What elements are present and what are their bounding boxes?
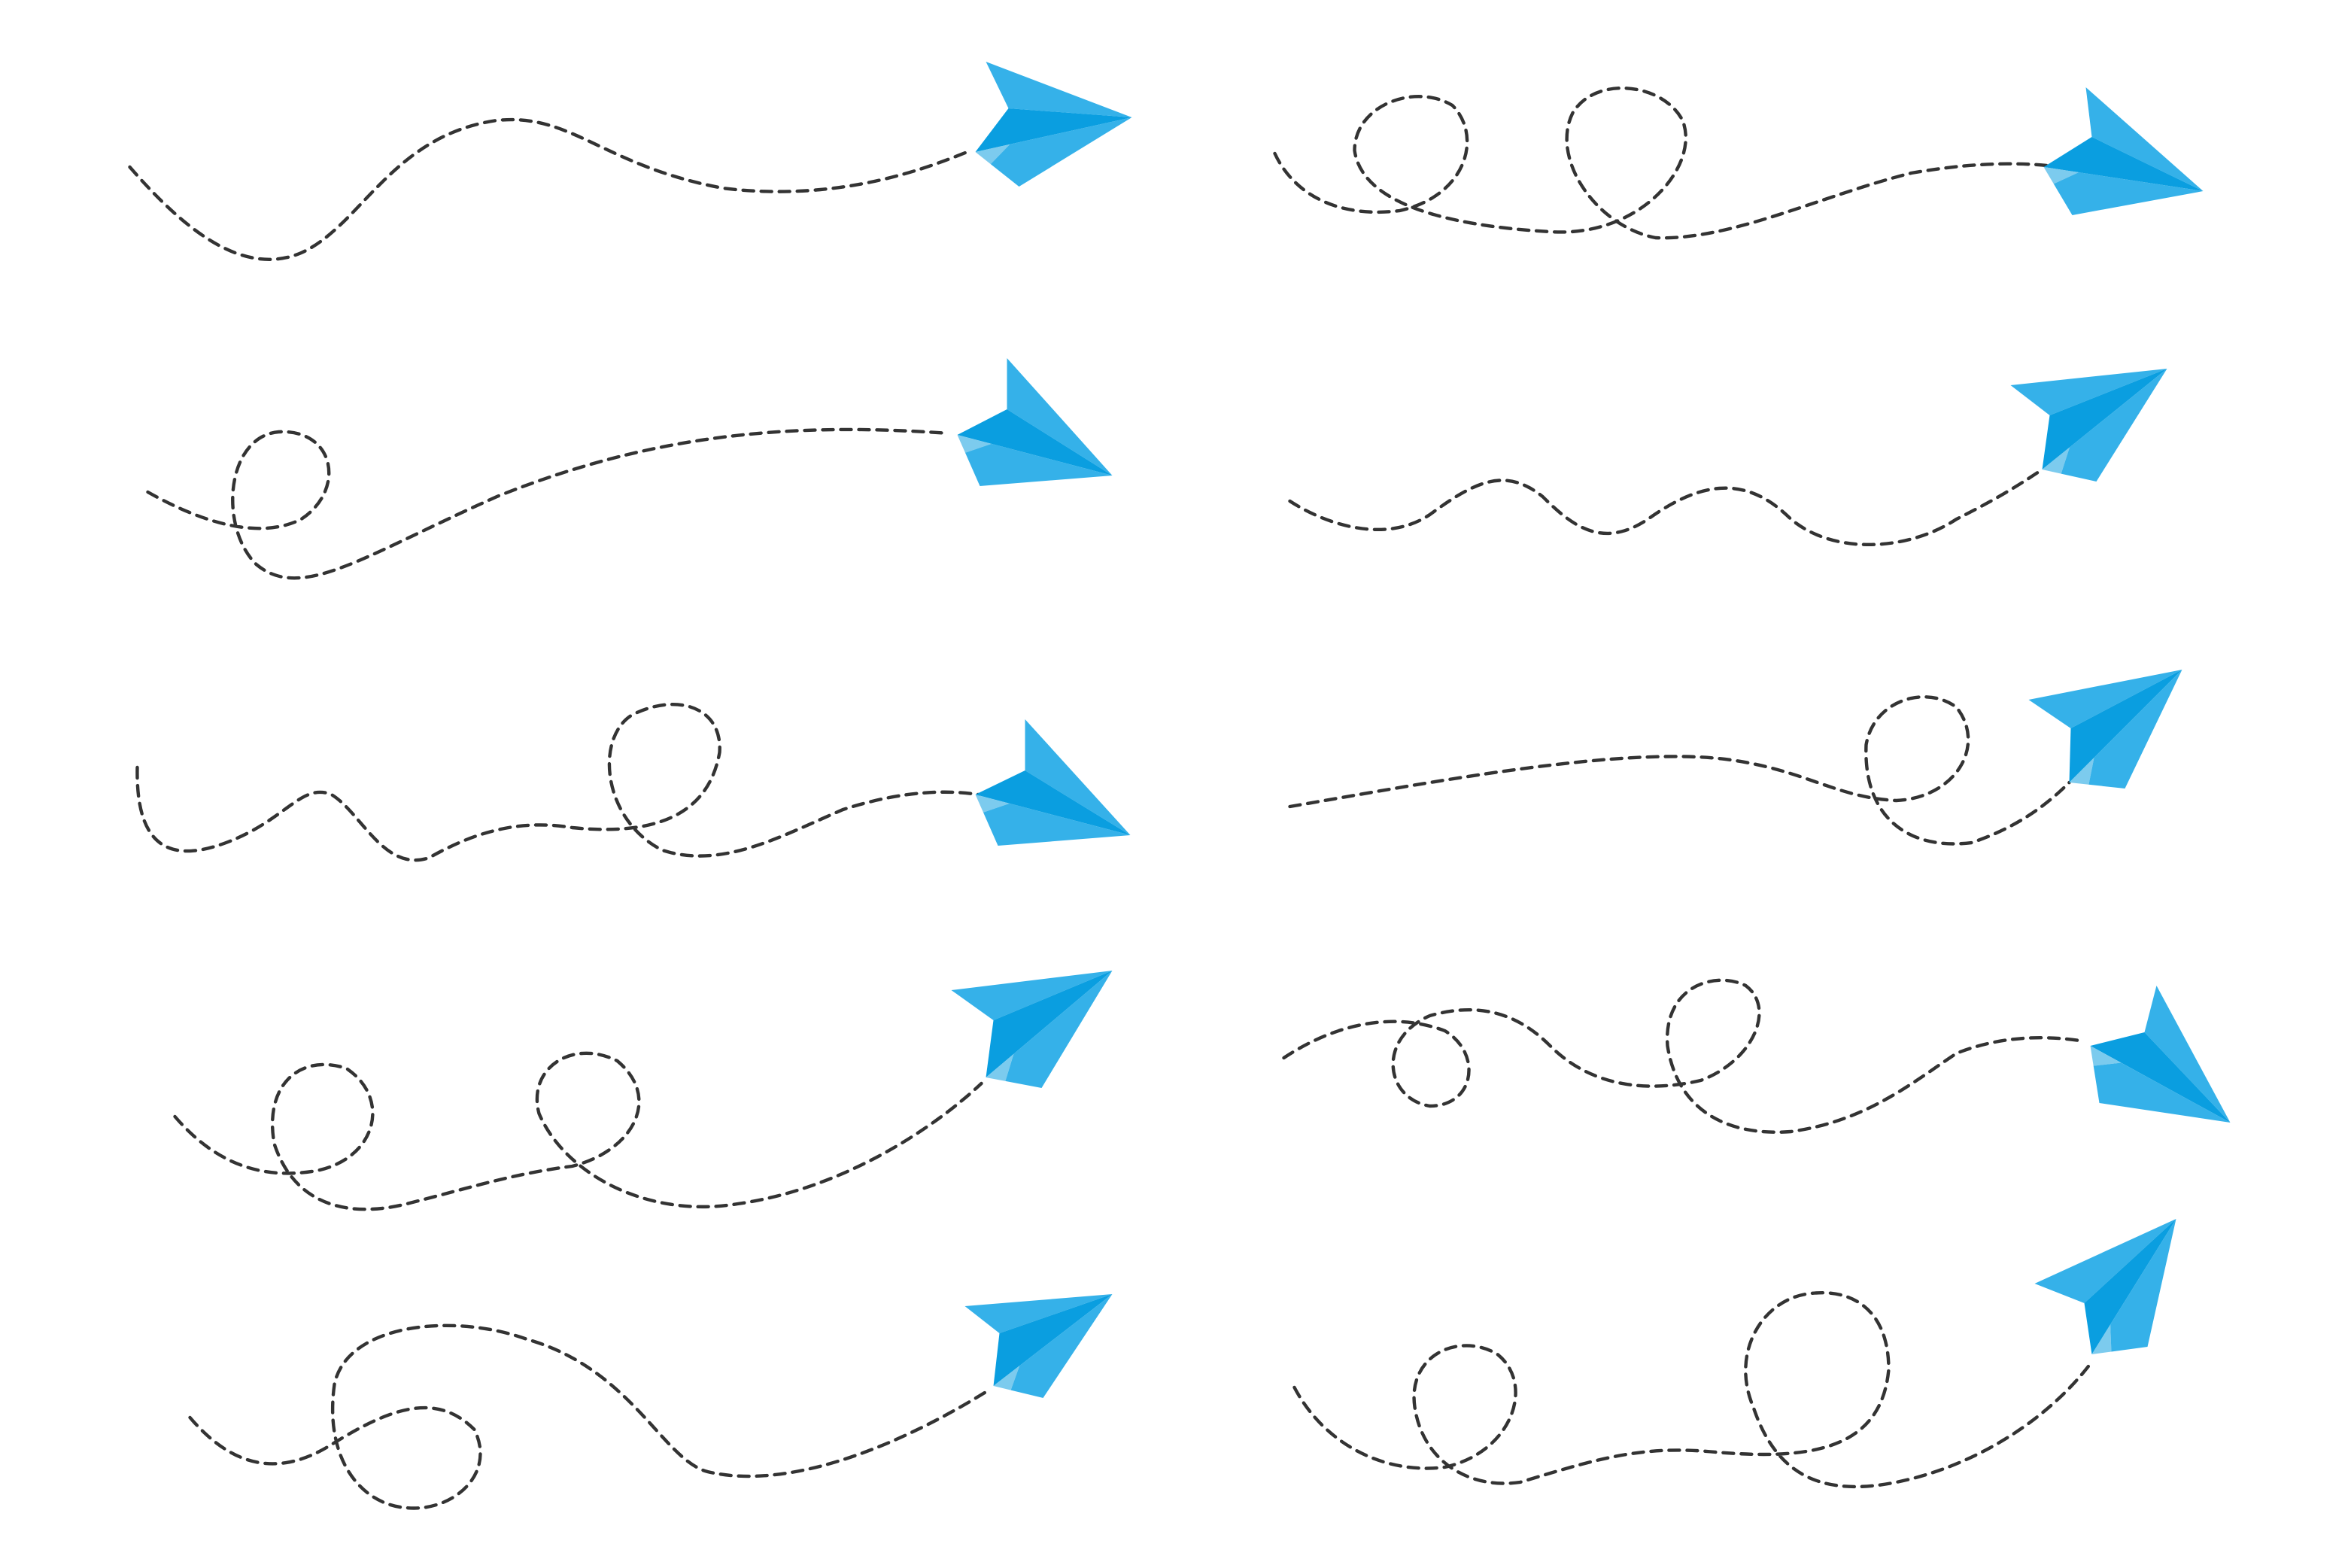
- plane-upper-wing: [951, 971, 1113, 1020]
- plane-lower-wing: [965, 443, 1113, 486]
- plane-upper-wing: [2144, 986, 2231, 1123]
- plane-lower-wing: [2093, 1062, 2231, 1123]
- plane-pale-fold: [2069, 758, 2094, 785]
- plane-lower-wing: [2053, 172, 2204, 215]
- plane-upper-wing: [1007, 358, 1113, 476]
- plane-upper-wing: [2028, 670, 2182, 728]
- plane-lower-wing: [990, 117, 1132, 187]
- dashed-flight-path: [128, 117, 973, 261]
- dashed-flight-path: [1288, 695, 2071, 846]
- paper-plane-icon: [2090, 986, 2231, 1123]
- plane-fold: [2084, 1219, 2176, 1354]
- plane-pale-fold: [2042, 447, 2070, 474]
- plane-fold: [975, 770, 1131, 835]
- plane-pale-fold: [986, 1053, 1014, 1081]
- paper-plane-icon: [2034, 1219, 2176, 1354]
- plane-upper-wing: [1025, 719, 1131, 835]
- plane-fold: [975, 108, 1132, 152]
- paper-plane-icon: [957, 358, 1113, 486]
- paper-plane-icon: [951, 971, 1113, 1088]
- paper-plane-icon: [2010, 369, 2167, 482]
- plane-upper-wing: [2010, 369, 2167, 415]
- plane-pale-fold: [993, 1366, 1020, 1390]
- plane-pale-fold: [975, 144, 1010, 165]
- dashed-flight-path: [1288, 467, 2044, 546]
- paper-planes: [951, 62, 2231, 1398]
- plane-fold: [957, 409, 1113, 476]
- plane-upper-wing: [2034, 1219, 2176, 1303]
- plane-upper-wing: [2085, 87, 2204, 191]
- dashed-flight-path: [1282, 978, 2086, 1134]
- plane-pale-fold: [2090, 1046, 2122, 1066]
- dashed-flight-path: [1273, 86, 2049, 240]
- paper-plane-icon: [964, 1294, 1113, 1398]
- dashed-flight-path: [173, 1051, 983, 1211]
- plane-pale-fold: [957, 435, 992, 453]
- dashed-flight-path: [146, 427, 950, 580]
- plane-pale-fold: [2043, 167, 2079, 184]
- dashed-flight-path: [188, 1323, 988, 1510]
- plane-lower-wing: [2061, 369, 2167, 482]
- dashed-flight-path: [135, 703, 980, 862]
- plane-pale-fold: [2091, 1324, 2112, 1354]
- paper-plane-icon: [975, 62, 1132, 187]
- plane-upper-wing: [964, 1294, 1113, 1333]
- plane-upper-wing: [986, 62, 1132, 117]
- plane-fold: [2042, 369, 2167, 469]
- plane-fold: [993, 1294, 1113, 1386]
- paper-plane-icon: [2043, 87, 2204, 215]
- plane-fold: [2090, 1032, 2231, 1123]
- plane-lower-wing: [1010, 1294, 1113, 1398]
- paper-plane-icon: [2028, 670, 2182, 789]
- plane-lower-wing: [2110, 1219, 2176, 1352]
- plane-lower-wing: [1005, 971, 1113, 1088]
- dashed-flight-paths: [128, 86, 2094, 1510]
- plane-pale-fold: [975, 795, 1010, 813]
- plane-lower-wing: [2088, 670, 2182, 789]
- paper-plane-icon: [975, 719, 1131, 846]
- plane-lower-wing: [983, 803, 1131, 846]
- dashed-flight-path: [1292, 1290, 2094, 1489]
- plane-fold: [2043, 137, 2204, 191]
